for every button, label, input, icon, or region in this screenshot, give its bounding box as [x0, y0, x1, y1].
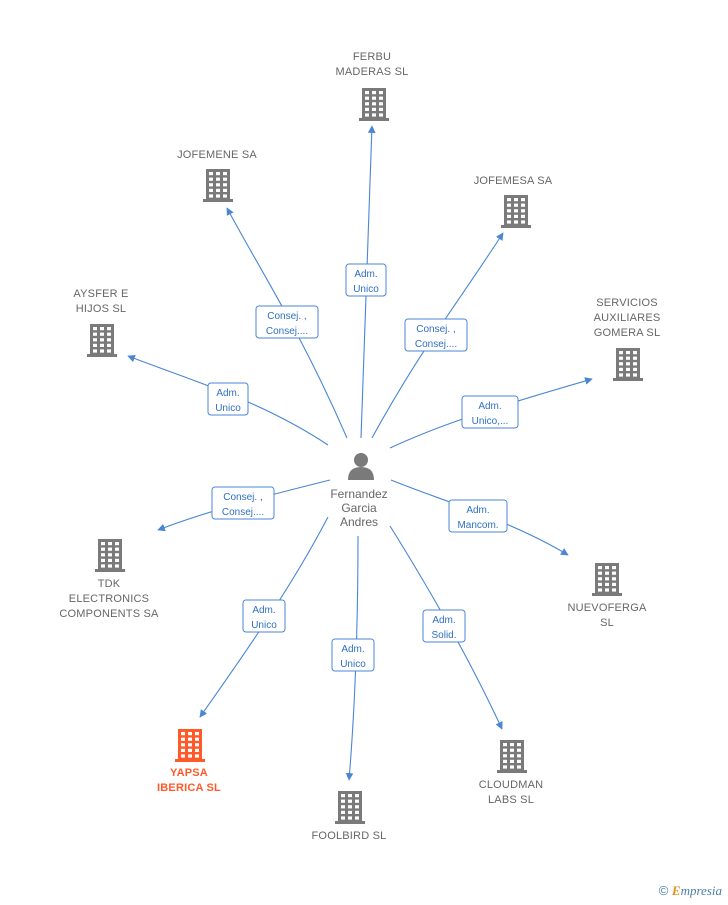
company-label: GOMERA SL [594, 327, 661, 339]
company-node-nuevoferga[interactable]: NUEVOFERGA SL [567, 563, 647, 629]
building-icon [592, 563, 622, 596]
company-label: IBERICA SL [157, 782, 221, 794]
edge-label-text: Consej.... [415, 339, 457, 350]
company-label: ELECTRONICS [69, 593, 149, 605]
person-icon [348, 453, 374, 480]
company-node-tdk[interactable]: TDK ELECTRONICS COMPONENTS SA [59, 539, 159, 620]
edge-line [360, 125, 376, 439]
edge-label-text: Unico [340, 659, 366, 670]
company-label: NUEVOFERGA [567, 602, 646, 614]
company-label: TDK [98, 578, 121, 590]
company-label: JOFEMENE SA [177, 149, 257, 161]
building-icon [359, 88, 389, 121]
edge-label-text: Consej.... [266, 326, 308, 337]
person-label: Andres [340, 515, 378, 529]
company-label: SL [600, 617, 614, 629]
edge-label-text: Consej. , [223, 492, 262, 503]
edge-label-box[interactable]: Consej. , Consej.... [211, 486, 275, 520]
copyright-icon: © [658, 883, 669, 898]
edge-label-text: Adm. [354, 269, 377, 280]
company-label: JOFEMESA SA [474, 175, 553, 187]
edge-label-text: Unico [353, 284, 379, 295]
company-node-servicios[interactable]: SERVICIOS AUXILIARES GOMERA SL [594, 297, 661, 381]
building-icon [87, 324, 117, 357]
edge-label-text: Solid. [431, 630, 456, 641]
company-node-aysfer[interactable]: AYSFER E HIJOS SL [73, 288, 128, 357]
edge-jofemesa: Consej. , Consej.... [371, 232, 504, 439]
edge-label-box[interactable]: Adm. Unico [207, 382, 249, 416]
edge-label-text: Adm. [216, 388, 239, 399]
edge-label-box[interactable]: Adm. Unico [331, 638, 375, 672]
edge-label-box[interactable]: Adm. Unico,... [461, 395, 519, 429]
edge-label-box[interactable]: Consej. , Consej.... [404, 318, 468, 352]
edge-label-text: Consej.... [222, 507, 264, 518]
edge-label-text: Adm. [432, 615, 455, 626]
company-node-cloudman[interactable]: CLOUDMAN LABS SL [479, 740, 544, 806]
building-icon [335, 791, 365, 824]
building-icon [497, 740, 527, 773]
company-label: MADERAS SL [336, 66, 409, 78]
building-icon [203, 169, 233, 202]
edge-yapsa: Adm. Unico [199, 516, 329, 718]
company-label: FERBU [353, 51, 391, 63]
edge-label-box[interactable]: Adm. Solid. [422, 609, 466, 643]
edge-jofemene: Consej. , Consej.... [226, 207, 348, 439]
edge-aysfer: Adm. Unico [127, 354, 329, 446]
edge-servicios: Adm. Unico,... [389, 377, 593, 449]
edge-foolbird: Adm. Unico [331, 535, 375, 781]
edge-label-text: Unico [215, 403, 241, 414]
edge-label-text: Mancom. [457, 520, 498, 531]
company-label: LABS SL [488, 794, 534, 806]
building-icon [175, 729, 205, 762]
building-icon [613, 348, 643, 381]
edge-ferbu: Adm. Unico [345, 125, 387, 439]
edge-label-box[interactable]: Adm. Unico [242, 599, 286, 633]
company-label: AUXILIARES [594, 312, 661, 324]
edge-label-text: Unico,... [472, 416, 509, 427]
edge-tdk: Consej. , Consej.... [157, 479, 331, 532]
edge-label-box[interactable]: Adm. Unico [345, 263, 387, 297]
company-label: FOOLBIRD SL [312, 830, 387, 842]
edge-label-box[interactable]: Adm. Mancom. [448, 499, 508, 533]
company-label: AYSFER E [73, 288, 128, 300]
company-node-jofemene[interactable]: JOFEMENE SA [177, 149, 257, 202]
company-node-yapsa[interactable]: YAPSA IBERICA SL [157, 729, 221, 794]
company-label: SERVICIOS [596, 297, 658, 309]
brand-name: mpresia [680, 883, 722, 898]
edge-label-text: Adm. [466, 505, 489, 516]
edge-label-text: Adm. [478, 401, 501, 412]
edge-label-text: Adm. [252, 605, 275, 616]
edge-label-box[interactable]: Consej. , Consej.... [255, 305, 319, 339]
company-node-jofemesa[interactable]: JOFEMESA SA [474, 175, 553, 228]
building-icon [95, 539, 125, 572]
edge-label-text: Adm. [341, 644, 364, 655]
edge-cloudman: Adm. Solid. [389, 525, 503, 730]
edge-line [345, 535, 359, 781]
company-label: HIJOS SL [76, 303, 127, 315]
person-label: Garcia [341, 501, 377, 515]
person-label: Fernandez [330, 487, 387, 501]
brand-initial: E [671, 883, 681, 898]
company-label: YAPSA [170, 767, 208, 779]
company-node-ferbu[interactable]: FERBU MADERAS SL [336, 51, 409, 121]
edge-label-text: Unico [251, 620, 277, 631]
company-label: CLOUDMAN [479, 779, 544, 791]
building-icon [501, 195, 531, 228]
edge-nuevoferga: Adm. Mancom. [390, 479, 569, 556]
company-node-foolbird[interactable]: FOOLBIRD SL [312, 791, 387, 842]
edge-label-text: Consej. , [416, 324, 455, 335]
brand-footer: © Empresia [659, 883, 722, 899]
edge-label-text: Consej. , [267, 311, 306, 322]
company-label: COMPONENTS SA [59, 608, 159, 620]
